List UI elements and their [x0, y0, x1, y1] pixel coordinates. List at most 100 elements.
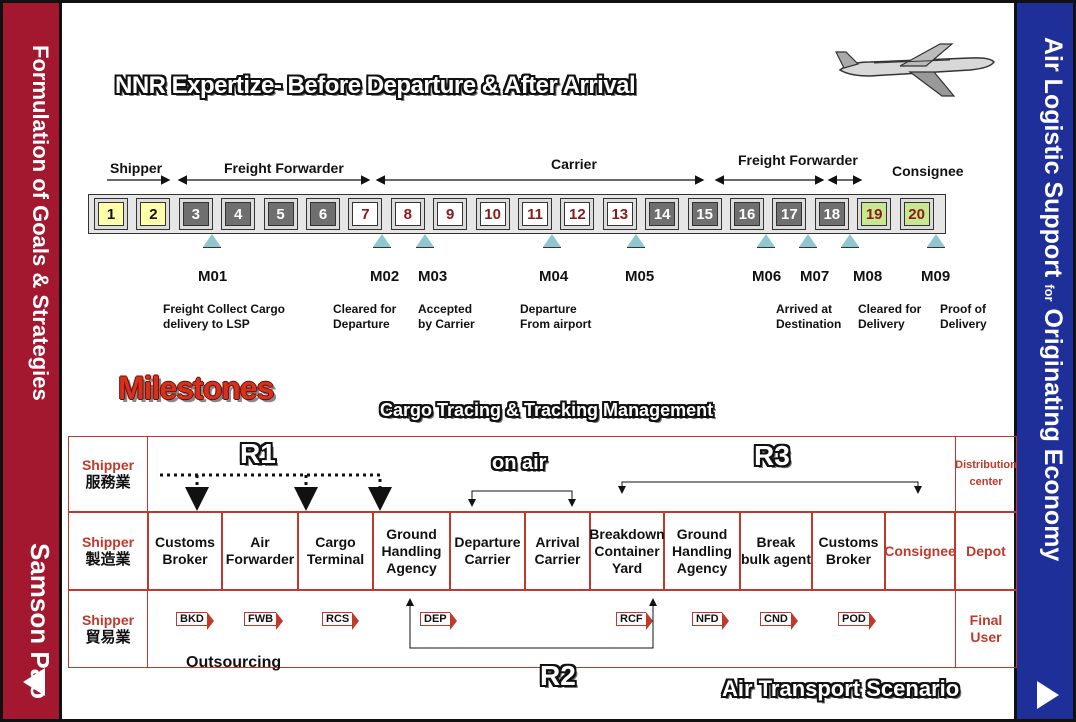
milestones-heading: Milestones: [118, 370, 274, 406]
milestone-m03: M03: [418, 268, 448, 285]
milestone-m01: M01: [198, 268, 228, 285]
milestone-m06: M06: [752, 268, 782, 285]
step-number: 9: [437, 202, 464, 226]
milestone-m09: M09: [921, 268, 951, 285]
entity-air-forwarder: Air Forwarder: [222, 512, 298, 590]
step-number: 6: [310, 202, 336, 226]
entity-ground-handling-agency: Ground Handling Agency: [373, 512, 450, 590]
party-consignee: Consignee: [892, 163, 964, 179]
top-row-band: [148, 436, 955, 512]
step-number: 14: [649, 202, 676, 226]
step-number: 10: [479, 202, 506, 226]
r2-connector: [406, 598, 657, 649]
step-box: 9: [433, 198, 468, 230]
milestone-marker-icon: [373, 234, 391, 248]
outsourcing-label: Outsourcing: [186, 654, 282, 671]
step-box: 17: [772, 198, 807, 230]
right-side-panel: Air Logistic Support for Originating Eco…: [1014, 0, 1076, 722]
r3-label: R3: [754, 440, 790, 471]
step-number: 20: [903, 202, 930, 226]
party-freight-forwarder-1: Freight Forwarder: [224, 160, 344, 176]
message-pod: POD: [838, 612, 876, 630]
entity-customs-broker: Customs Broker: [148, 512, 222, 590]
party-carrier: Carrier: [551, 156, 597, 172]
r1-label: R1: [240, 438, 276, 469]
previous-slide-icon[interactable]: [23, 668, 45, 696]
row-label-en: Shipper: [81, 612, 135, 628]
milestone-note-m02: Cleared for Departure: [333, 302, 397, 331]
entity-break-bulk-agent: Break bulk agent: [740, 512, 812, 590]
tracing-heading: Cargo Tracing & Tracking Management: [380, 400, 714, 420]
milestone-note-m07: Arrived at Destination: [776, 302, 842, 331]
right-label-2: Depot: [955, 512, 1017, 590]
row-label-zh: 服務業: [85, 473, 131, 491]
step-number: 5: [267, 202, 294, 226]
message-bkd: BKD: [176, 612, 214, 630]
row-label-en: Shipper: [81, 457, 135, 473]
entity-cargo-terminal: Cargo Terminal: [298, 512, 373, 590]
step-box: 16: [730, 198, 764, 230]
entity-departure-carrier: Departure Carrier: [450, 512, 525, 590]
step-number: 19: [861, 202, 888, 226]
step-box: 20: [899, 198, 934, 230]
step-box: 13: [602, 198, 637, 230]
step-box: 10: [475, 198, 510, 230]
step-number: 3: [182, 202, 209, 226]
entity-consignee: Consignee: [884, 512, 956, 590]
step-box: 6: [306, 198, 340, 230]
right-label-1: Distribution center: [955, 436, 1017, 512]
milestone-marker-icon: [416, 234, 434, 248]
milestone-note-m04: Departure From airport: [520, 302, 592, 331]
message-nfd: NFD: [692, 612, 729, 630]
milestone-marker-icon: [757, 234, 775, 248]
step-number: 4: [225, 202, 252, 226]
message-fwb: FWB: [244, 612, 284, 630]
step-box: 12: [560, 198, 595, 230]
next-slide-icon[interactable]: [1037, 681, 1059, 709]
milestone-note-m08: Cleared for Delivery: [858, 302, 922, 331]
entity-arrival-carrier: Arrival Carrier: [525, 512, 590, 590]
step-box: 5: [263, 198, 298, 230]
milestone-note-m03: Accepted by Carrier: [418, 302, 475, 331]
message-dep: DEP: [420, 612, 457, 630]
step-number: 13: [606, 202, 633, 226]
milestone-marker-icon: [543, 234, 561, 248]
row-label-zh: 貿易業: [85, 628, 131, 646]
airplane-icon: [835, 43, 995, 97]
slide-content: [62, 0, 1014, 722]
milestone-marker-icon: [203, 234, 221, 248]
milestone-marker-icon: [799, 234, 817, 248]
on-air-label: on air: [492, 452, 547, 474]
party-freight-forwarder-2: Freight Forwarder: [738, 152, 858, 168]
slide-title: NNR Expertize- Before Departure & After …: [115, 72, 636, 99]
step-box: 7: [348, 198, 383, 230]
party-shipper: Shipper: [110, 160, 163, 176]
row-label-zh: 製造業: [85, 550, 131, 568]
row-label-en: Shipper: [81, 534, 135, 550]
r3-connector: [618, 481, 922, 494]
message-rcs: RCS: [322, 612, 360, 630]
message-rcf: RCF: [616, 612, 653, 630]
milestone-m05: M05: [625, 268, 655, 285]
step-box: 18: [814, 198, 849, 230]
step-number: 7: [352, 202, 379, 226]
milestone-marker-icon: [841, 234, 859, 248]
right-label-3: Final User: [955, 590, 1017, 668]
milestone-m08: M08: [853, 268, 883, 285]
milestone-m02: M02: [370, 268, 400, 285]
step-number: 15: [691, 202, 718, 226]
on-air-connector: [468, 490, 576, 507]
step-box: 1: [94, 198, 128, 230]
bottom-row-band: [148, 590, 955, 668]
step-box: 11: [518, 198, 552, 230]
step-number: 17: [776, 202, 803, 226]
message-cnd: CND: [760, 612, 798, 630]
entity-customs-broker: Customs Broker: [812, 512, 885, 590]
step-number: 8: [394, 202, 421, 226]
step-box: 8: [390, 198, 425, 230]
